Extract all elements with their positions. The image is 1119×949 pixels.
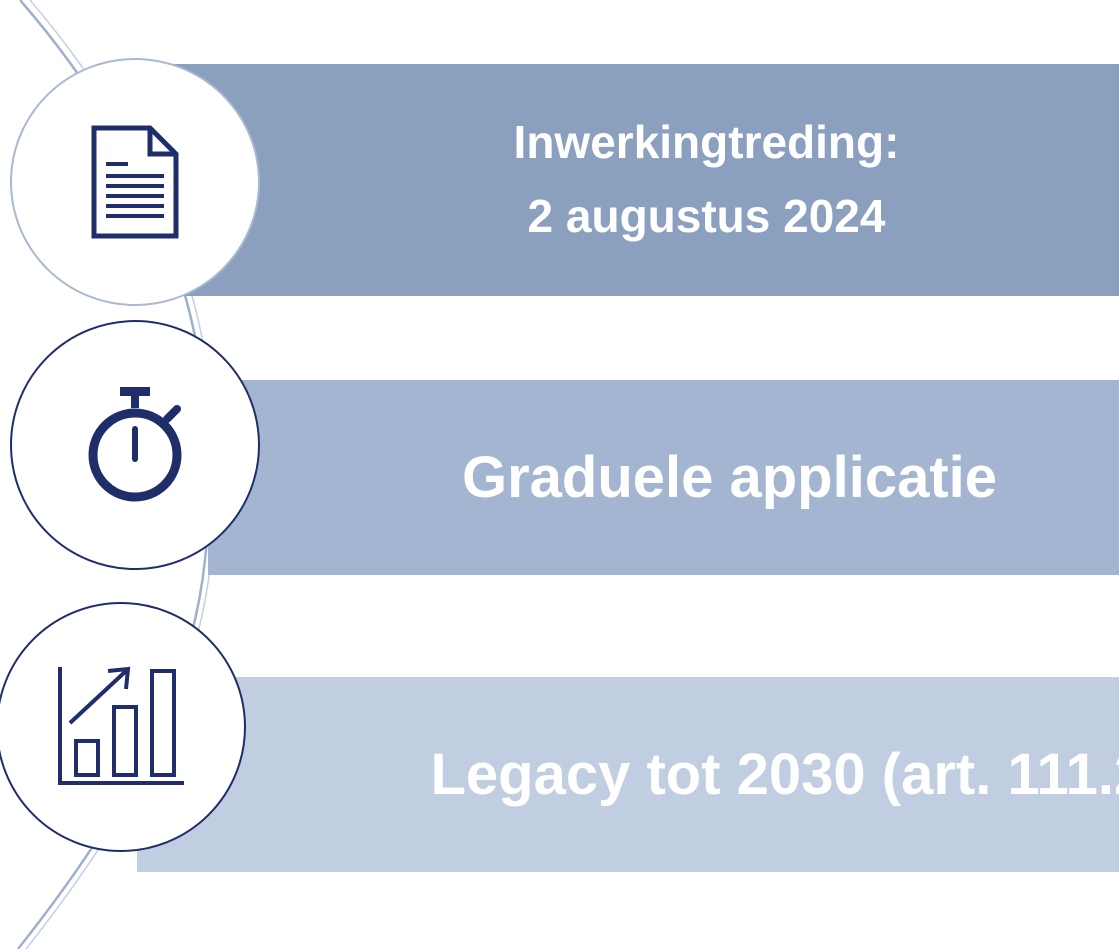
stopwatch-icon [80, 385, 190, 505]
growth-chart-icon [56, 665, 186, 789]
step-text-gradual: Graduele applicatie [461, 445, 998, 510]
step-band-gradual: Graduele applicatie [208, 380, 1119, 575]
step-text-line-2: 2 augustus 2024 [527, 190, 886, 242]
step-band-legacy: Legacy tot 2030 (art. 111.2) [137, 677, 1119, 872]
step-text-effective-date: Inwerkingtreding: 2 augustus 2024 [514, 106, 900, 253]
document-icon [90, 124, 180, 240]
step-circle-growth [0, 602, 246, 852]
step-band-effective-date: Inwerkingtreding: 2 augustus 2024 [158, 64, 1119, 296]
step-text-legacy: Legacy tot 2030 (art. 111.2) [430, 742, 1119, 807]
step-text-line-1: Inwerkingtreding: [513, 116, 900, 169]
step-circle-stopwatch [10, 320, 260, 570]
step-circle-document [10, 58, 260, 306]
